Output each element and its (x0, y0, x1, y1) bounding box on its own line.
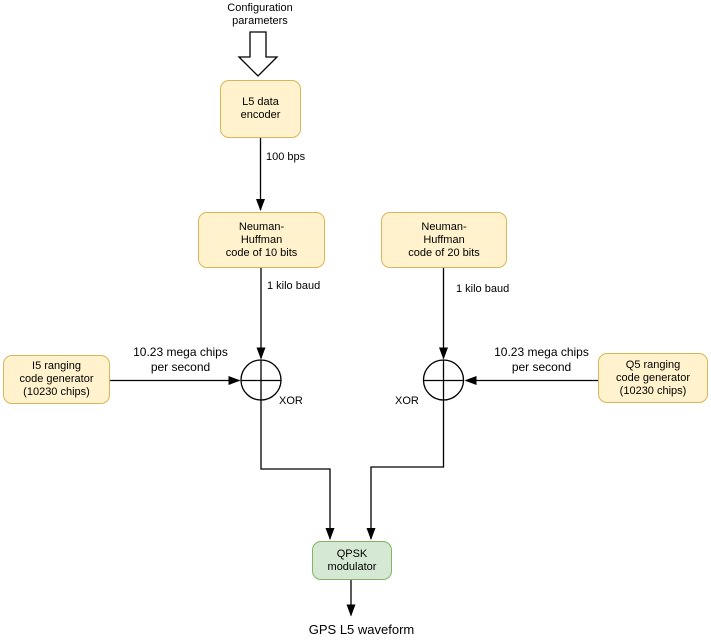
xor-gate-left (240, 359, 282, 401)
baud-rate-left-label: 1 kilo baud (267, 280, 321, 292)
node-i5-ranging-generator: I5 ranging code generator (10230 chips) (3, 355, 110, 404)
node-qpsk-modulator: QPSK modulator (312, 541, 392, 580)
node-l5-data-encoder: L5 data encoder (220, 80, 301, 138)
xor-gate-right (422, 359, 465, 401)
chip-rate-right-label: 10.23 mega chips per second (494, 345, 589, 374)
config-parameters-label: Configuration parameters (227, 2, 293, 27)
node-label: Neuman- Huffman code of 20 bits (408, 220, 480, 259)
node-q5-ranging-generator: Q5 ranging code generator (10230 chips) (598, 353, 708, 403)
node-label: Neuman- Huffman code of 10 bits (225, 220, 298, 259)
xor-left-label: XOR (279, 395, 303, 407)
edge-xor-left-to-qpsk (260, 400, 335, 540)
node-label: Q5 ranging code generator (10230 chips) (616, 358, 690, 397)
node-label: L5 data encoder (240, 96, 281, 121)
gps-l5-waveform-label: GPS L5 waveform (308, 622, 415, 637)
node-neuman-huffman-10: Neuman- Huffman code of 10 bits (198, 212, 325, 268)
xor-right-label: XOR (395, 395, 419, 407)
config-input-arrow-icon (237, 31, 279, 77)
chip-rate-left-label: 10.23 mega chips per second (133, 345, 228, 374)
data-rate-label: 100 bps (266, 151, 306, 163)
node-neuman-huffman-20: Neuman- Huffman code of 20 bits (381, 212, 507, 268)
edge-xor-right-to-qpsk (366, 400, 445, 540)
node-label: QPSK modulator (327, 547, 377, 573)
baud-rate-right-label: 1 kilo baud (456, 283, 510, 295)
node-label: I5 ranging code generator (10230 chips) (19, 360, 94, 398)
